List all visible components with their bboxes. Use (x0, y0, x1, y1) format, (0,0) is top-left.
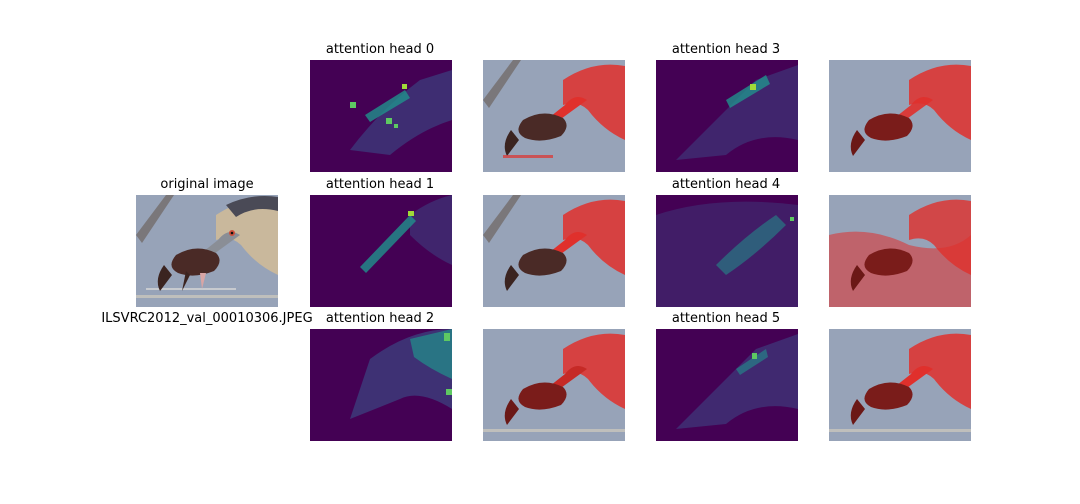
attention-head-3-heatmap (656, 60, 798, 172)
original-image-filename: ILSVRC2012_val_00010306.JPEG (101, 311, 313, 326)
attention-head-0-overlay (483, 60, 625, 172)
attention-head-4-overlay (829, 195, 971, 307)
attention-head-5-heatmap (656, 329, 798, 441)
attention-head-2-heatmap (310, 329, 452, 441)
attention-head-4-title: attention head 4 (671, 177, 781, 192)
attention-head-5-overlay (829, 329, 971, 441)
original-image-title: original image (160, 177, 254, 192)
attention-head-3-overlay (829, 60, 971, 172)
original-image (136, 195, 278, 307)
attention-head-1-overlay (483, 195, 625, 307)
attention-head-2-overlay (483, 329, 625, 441)
attention-head-1-heatmap (310, 195, 452, 307)
attention-head-2-title: attention head 2 (325, 311, 435, 326)
attention-head-1-title: attention head 1 (325, 177, 435, 192)
attention-head-5-title: attention head 5 (671, 311, 781, 326)
attention-head-0-title: attention head 0 (325, 42, 435, 57)
attention-head-0-heatmap (310, 60, 452, 172)
attention-head-4-heatmap (656, 195, 798, 307)
attention-head-3-title: attention head 3 (671, 42, 781, 57)
